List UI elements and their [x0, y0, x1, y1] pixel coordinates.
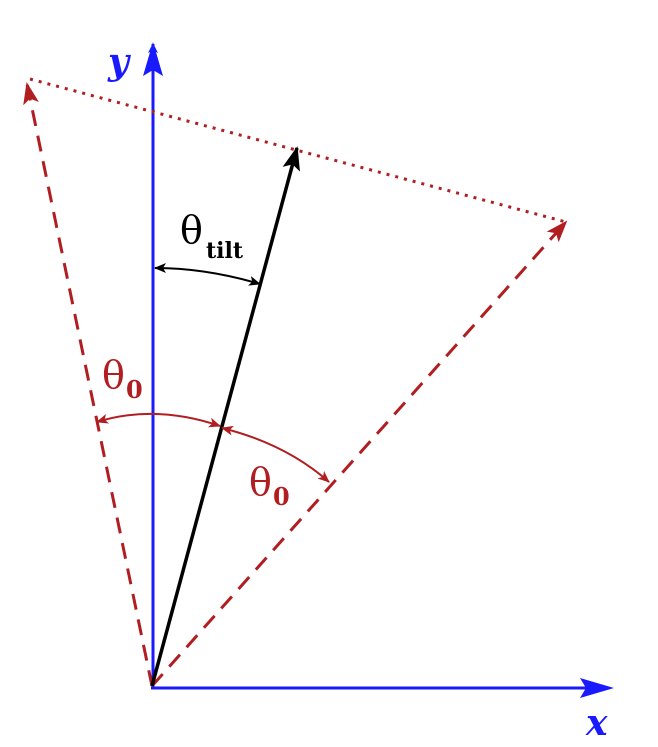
theta-tilt-subscript: tilt [206, 238, 244, 264]
theta-tilt-label: θ tilt [180, 208, 244, 264]
x-axis-label: x [585, 702, 608, 744]
x-axis-arrowhead-icon [580, 678, 614, 698]
theta-zero-left-label: θ 0 [102, 353, 143, 404]
theta-tilt-symbol: θ [180, 208, 203, 252]
theta-zero-left-subscript: 0 [126, 375, 143, 404]
cone-tip-dotted-line [29, 77, 567, 224]
theta-zero-right-label: θ 0 [249, 460, 290, 511]
y-axis-label: y [107, 41, 131, 83]
theta-zero-right-subscript: 0 [273, 482, 290, 511]
theta-zero-right-symbol: θ [249, 460, 272, 504]
half-cone-right-arc [221, 425, 330, 483]
tilt-angle-arc [154, 263, 261, 286]
y-axis-arrowhead-icon [143, 42, 163, 76]
half-cone-left-arc [96, 412, 221, 428]
tilted-vector [150, 146, 300, 687]
theta-zero-left-symbol: θ [102, 353, 125, 397]
